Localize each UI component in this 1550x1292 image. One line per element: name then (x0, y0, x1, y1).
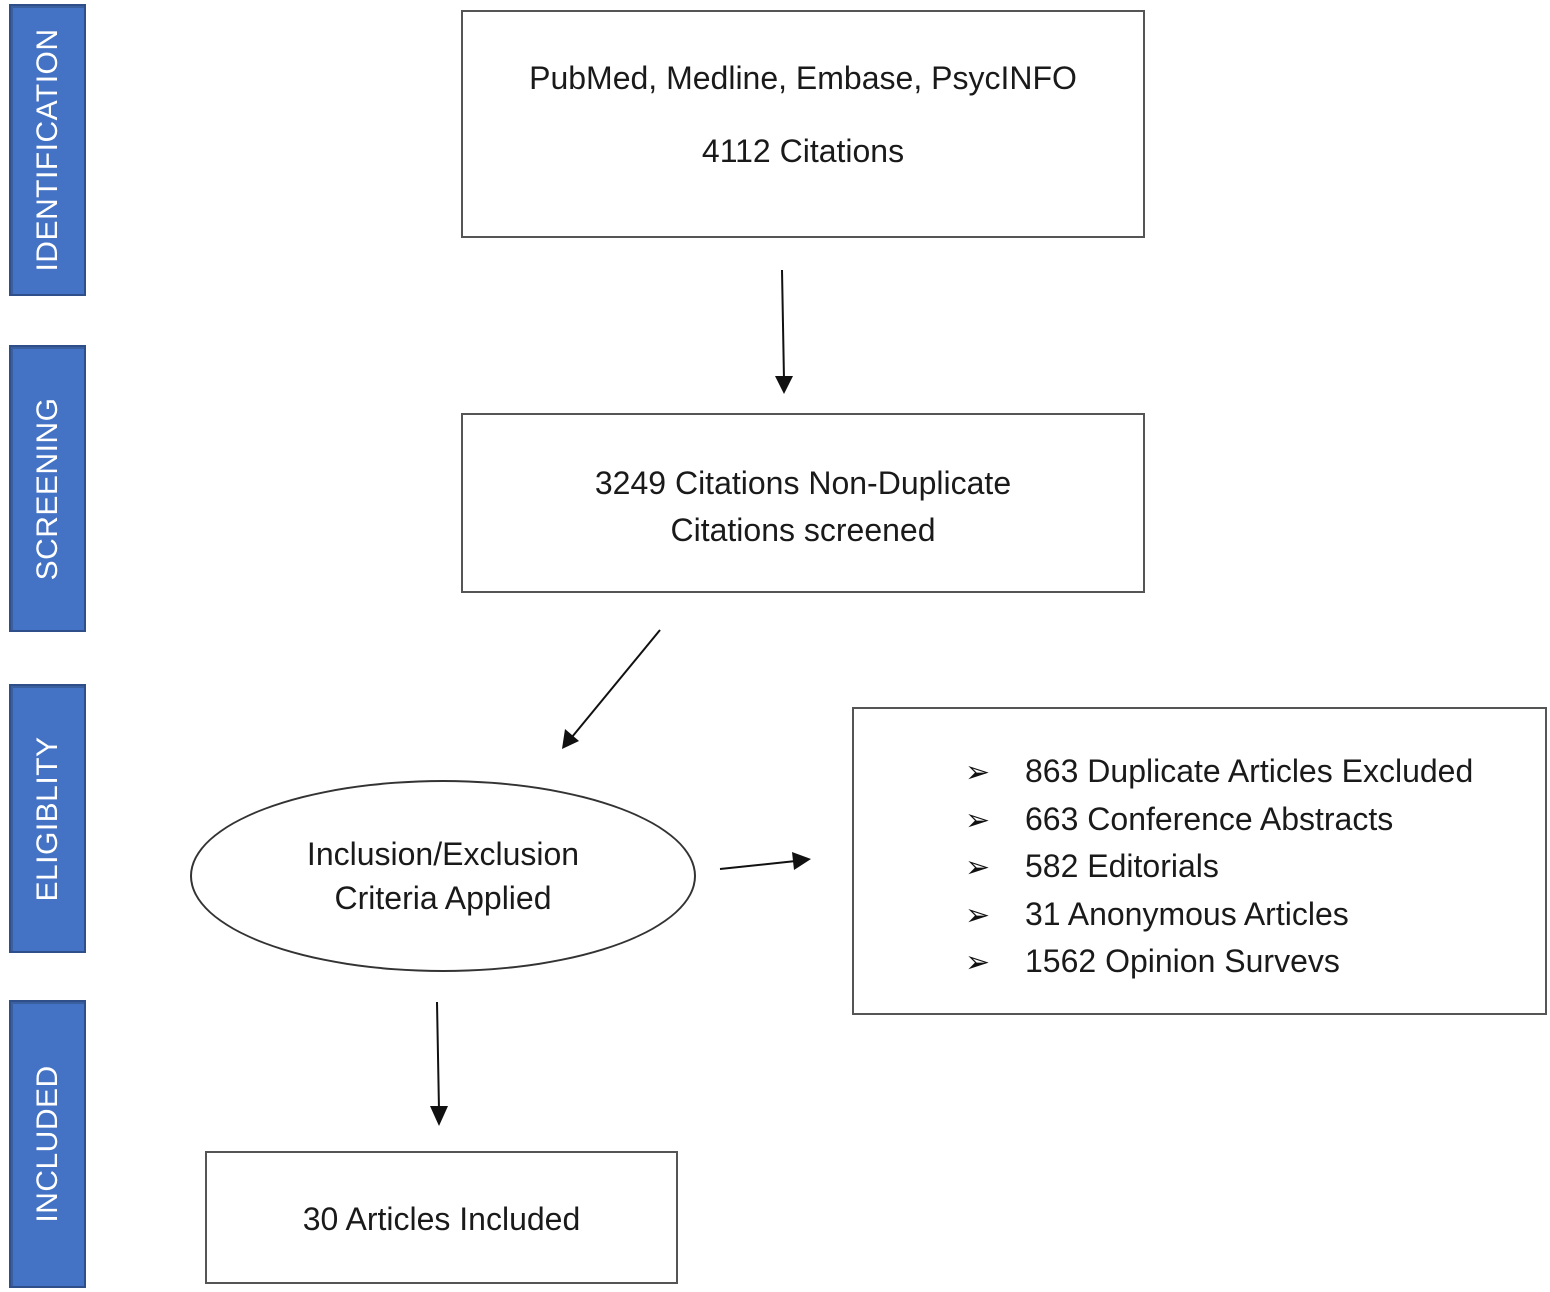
included-text: 30 Articles Included (302, 1201, 581, 1237)
exclusion-item: ➢ 863 Duplicate Articles Excluded (965, 748, 1473, 796)
arrowhead-bullet-icon: ➢ (965, 946, 991, 979)
sources-databases-text: PubMed, Medline, Embase, PsycINFO (529, 60, 1077, 96)
stage-eligibility: ELIGIBLITY (9, 684, 86, 953)
arrow-screening-to-criteria (562, 629, 661, 749)
stage-screening: SCREENING (9, 345, 86, 632)
sources-box: PubMed, Medline, Embase, PsycINFO 4112 C… (461, 10, 1145, 238)
exclusions-box (852, 707, 1547, 1015)
exclusion-text: 663 Conference Abstracts (1025, 800, 1394, 837)
exclusion-text: 582 Editorials (1025, 848, 1219, 884)
screened-line-2: Citations screened (670, 512, 936, 548)
screened-line-1: 3249 Citations Non-Duplicate (594, 465, 1012, 501)
criteria-line-1: Inclusion/Exclusion (306, 836, 580, 872)
sources-citations-count: 4112 Citations (701, 133, 905, 169)
arrowhead-bullet-icon: ➢ (965, 803, 991, 837)
screened-box: 3249 Citations Non-Duplicate Citations s… (461, 413, 1145, 593)
exclusion-item: ➢ 582 Editorials (965, 843, 1473, 891)
criteria-ellipse: Inclusion/Exclusion Criteria Applied (190, 780, 696, 972)
arrowhead-bullet-icon: ➢ (965, 898, 991, 932)
exclusion-text: 31 Anonymous Articles (1025, 895, 1349, 932)
exclusion-item: ➢ 1562 Opinion Survevs (965, 938, 1473, 986)
included-box: 30 Articles Included (205, 1151, 678, 1284)
exclusion-text: 1562 Opinion Survevs (1025, 943, 1340, 979)
arrowhead-bullet-icon: ➢ (965, 756, 991, 789)
exclusion-item: ➢ 31 Anonymous Articles (965, 891, 1473, 939)
stage-identification: IDENTIFICATION (9, 4, 86, 296)
exclusions-list: ➢ 863 Duplicate Articles Excluded ➢ 663 Co… (965, 748, 1473, 986)
arrow-identification-to-screening (775, 269, 793, 394)
arrow-criteria-to-exclusions (719, 852, 811, 870)
exclusion-text: 863 Duplicate Articles Excluded (1025, 753, 1474, 789)
arrowhead-bullet-icon: ➢ (965, 851, 991, 884)
criteria-line-2: Criteria Applied (334, 880, 552, 916)
exclusion-item: ➢ 663 Conference Abstracts (965, 796, 1473, 844)
stage-included: INCLUDED (9, 1000, 86, 1288)
arrow-criteria-to-included (430, 1001, 448, 1126)
